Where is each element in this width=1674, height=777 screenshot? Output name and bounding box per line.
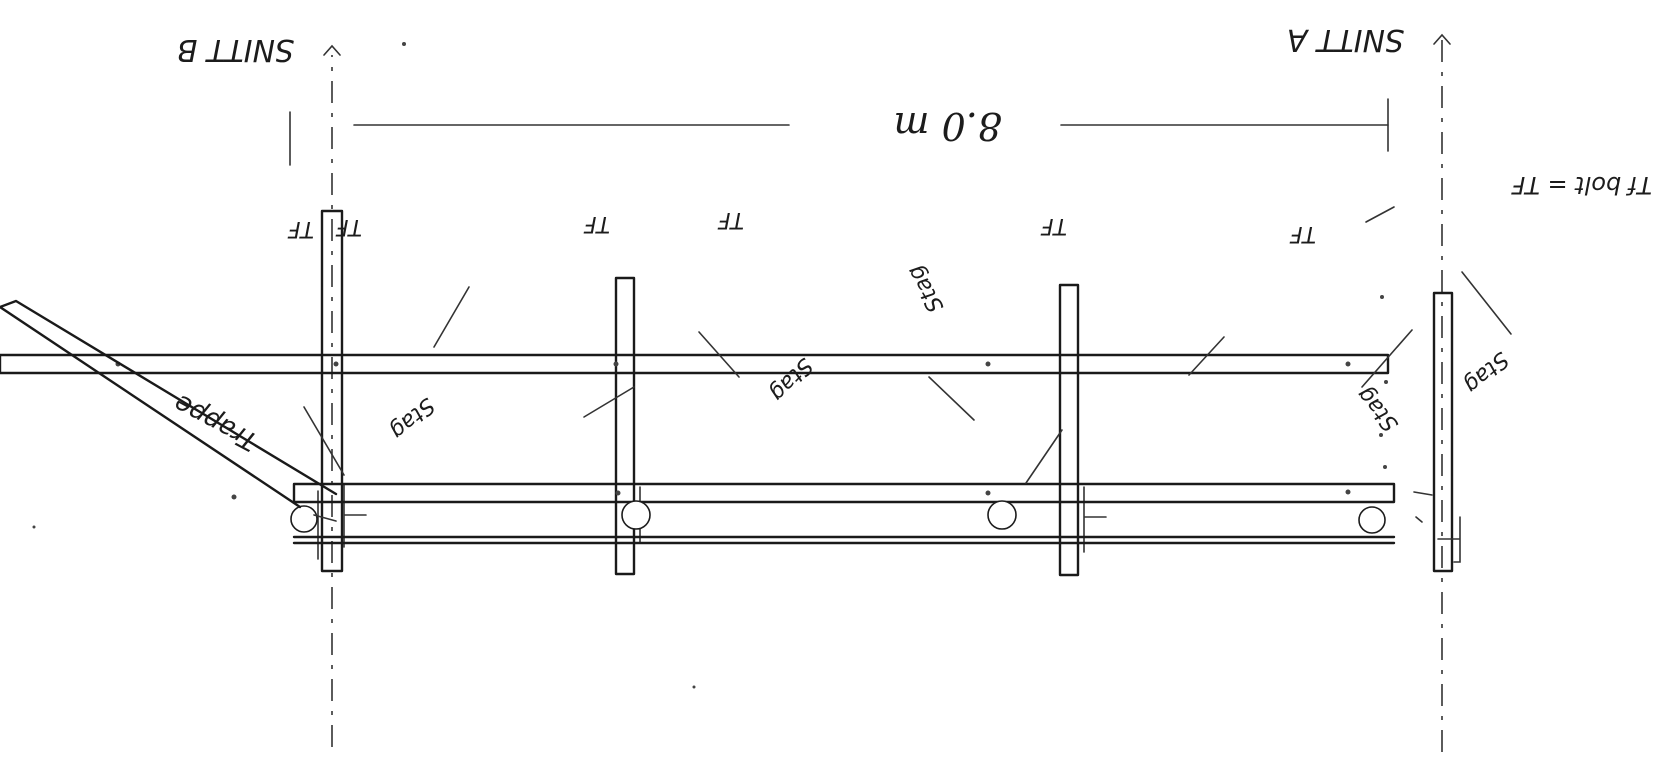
label-snitt-a: SNITT A [1287,22,1404,57]
label-stag-1: Stag [1459,346,1513,397]
standard-4 [317,209,367,573]
bottom-ledger-pair [292,535,1396,545]
label-tf-bolt: Tf bolt = TF [1510,171,1652,199]
label-stag-4: Stag [764,353,817,406]
paper-specks [32,42,1388,689]
label-tf-3: TF [718,207,744,232]
braces [303,271,1512,484]
label-tf-6: TF [288,216,314,241]
label-trappe: Trappe [169,388,262,457]
label-snitt-b: SNITT B [177,32,294,67]
label-tf-1: TF [1290,221,1316,246]
label-stag-2: Stag [1352,382,1403,436]
lower-ledger [292,482,1396,504]
label-stag-3: Stag [903,261,950,317]
standard-2 [1058,283,1107,577]
tf-bolt-leader [1365,206,1395,223]
arrow-snitt-a [1433,33,1451,45]
label-tf-5: TF [336,214,362,239]
stair-trappe [0,299,338,522]
standard-1 [1432,291,1461,573]
arrow-snitt-b [323,44,341,56]
label-tf-4: TF [584,211,610,236]
label-stag-5: Stag [385,392,439,443]
base-bolts [290,500,1386,534]
dimension-label: 8.0 m [893,104,1002,148]
tf-annotations [1413,491,1433,523]
upper-ledger [0,353,1390,375]
label-tf-2: TF [1041,213,1067,238]
connection-dots [115,361,1351,500]
